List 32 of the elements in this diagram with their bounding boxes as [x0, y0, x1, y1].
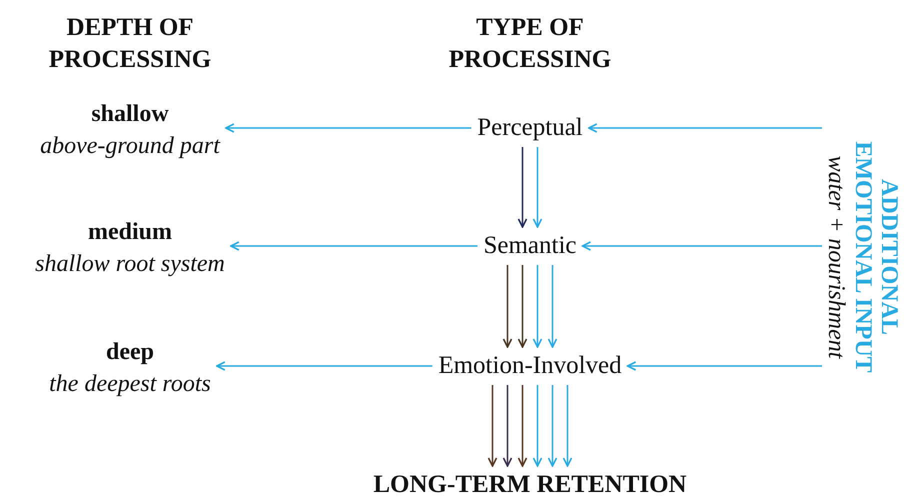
arrow	[588, 123, 822, 133]
plant-analogy: shallow root system	[35, 250, 225, 279]
plant-analogy: above-ground part	[40, 132, 220, 161]
arrow	[230, 241, 478, 251]
depth-level: medium	[88, 218, 172, 247]
arrow	[518, 265, 528, 348]
column-heading: DEPTH OF PROCESSING	[48, 13, 212, 75]
arrow	[488, 385, 498, 467]
depth-level: shallow	[91, 100, 169, 129]
analogy-text: water + nourishment	[822, 156, 850, 358]
processing-type: Emotion-Involved	[438, 351, 622, 381]
input-heading: ADDITIONAL EMOTIONAL INPUT	[850, 140, 902, 375]
plant-analogy: the deepest roots	[49, 370, 211, 399]
arrow	[502, 265, 512, 348]
arrow	[518, 385, 528, 467]
arrow	[548, 265, 558, 348]
arrow	[532, 265, 542, 348]
arrow	[548, 385, 558, 467]
processing-type: Semantic	[483, 231, 577, 261]
column-heading: TYPE OF PROCESSING	[448, 13, 612, 75]
arrow	[225, 123, 472, 133]
arrow	[562, 385, 572, 467]
arrow	[502, 385, 512, 467]
arrow	[532, 385, 542, 467]
outcome-heading: LONG-TERM RETENTION	[373, 470, 687, 497]
depth-level: deep	[106, 338, 154, 367]
arrow	[216, 361, 432, 371]
processing-type: Perceptual	[477, 113, 583, 143]
arrow	[532, 147, 542, 228]
arrow	[518, 147, 528, 228]
arrow	[626, 361, 822, 371]
arrow	[582, 241, 822, 251]
